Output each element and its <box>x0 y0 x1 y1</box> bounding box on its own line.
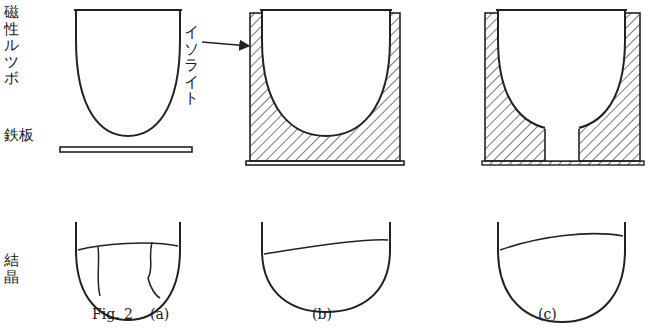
panel-letter: (a) <box>150 306 169 322</box>
brick-label: イソライト <box>184 24 199 107</box>
plate-label: 鉄板 <box>4 126 34 145</box>
panel-letter: (b) <box>312 306 332 322</box>
panel-letter: (c) <box>538 306 557 322</box>
figure-number: Fig. 2 <box>92 306 133 322</box>
crucible-label: 磁性ルツボ <box>4 4 19 87</box>
crystal-label: 結晶 <box>4 252 19 285</box>
